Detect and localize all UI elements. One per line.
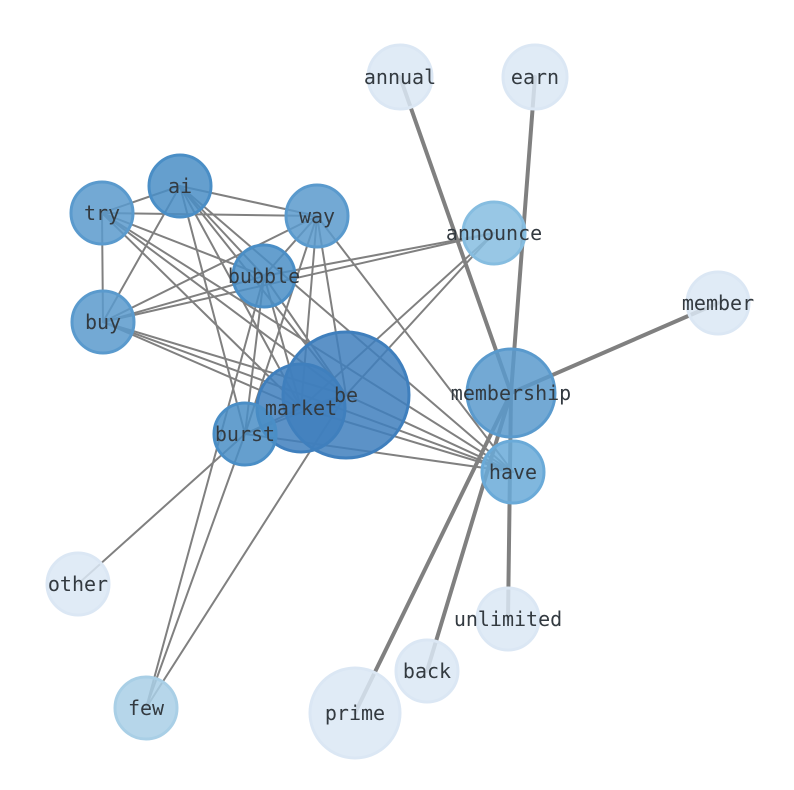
edge-bubble-few <box>145 275 265 709</box>
label-earn: earn <box>511 65 559 89</box>
node-buy <box>70 289 136 355</box>
label-market: market <box>265 396 337 420</box>
label-way: way <box>299 204 335 228</box>
node-earn <box>501 43 569 111</box>
node-try <box>69 180 135 246</box>
label-few: few <box>128 696 165 720</box>
edge-way-buy <box>102 215 318 323</box>
label-have: have <box>489 460 537 484</box>
labels-layer: annual earn ai try way announce bubble member bu… <box>48 65 754 725</box>
label-member: member <box>682 291 754 315</box>
label-buy: buy <box>85 310 121 334</box>
label-annual: annual <box>364 65 436 89</box>
node-membership <box>465 347 557 439</box>
label-burst: burst <box>215 422 275 446</box>
node-unlimited <box>475 586 541 652</box>
label-membership: membership <box>451 381 571 405</box>
edge-membership-prime <box>353 391 513 715</box>
node-ai <box>147 153 213 219</box>
edge-way-have <box>316 215 514 473</box>
label-other: other <box>48 572 108 596</box>
edge-ai-burst <box>179 185 246 435</box>
edge-membership-back <box>425 391 513 673</box>
edge-announce-bubble <box>263 232 495 277</box>
node-bubble <box>231 243 297 309</box>
label-be: be <box>334 383 358 407</box>
edge-annual-membership <box>398 75 513 395</box>
label-announce: announce <box>446 221 542 245</box>
edge-try-market <box>101 212 302 409</box>
node-few <box>113 675 179 741</box>
edge-burst-few <box>145 433 246 709</box>
node-back <box>394 638 460 704</box>
node-way <box>284 183 350 249</box>
label-bubble: bubble <box>228 264 300 288</box>
node-announce <box>461 200 527 266</box>
node-prime <box>308 666 402 760</box>
edge-try-have <box>101 212 514 473</box>
node-other <box>45 551 111 617</box>
nodes-layer <box>45 43 751 760</box>
node-burst <box>212 401 278 467</box>
label-ai: ai <box>168 174 192 198</box>
node-member <box>685 270 751 336</box>
edge-try-way <box>101 212 318 217</box>
label-try: try <box>84 201 120 225</box>
edge-announce-buy <box>102 232 495 323</box>
label-back: back <box>403 659 451 683</box>
label-unlimited: unlimited <box>454 607 562 631</box>
node-have <box>480 439 546 505</box>
edge-ai-have <box>179 185 514 473</box>
edge-burst-other <box>77 433 246 585</box>
label-prime: prime <box>325 701 385 725</box>
node-annual <box>366 43 434 111</box>
